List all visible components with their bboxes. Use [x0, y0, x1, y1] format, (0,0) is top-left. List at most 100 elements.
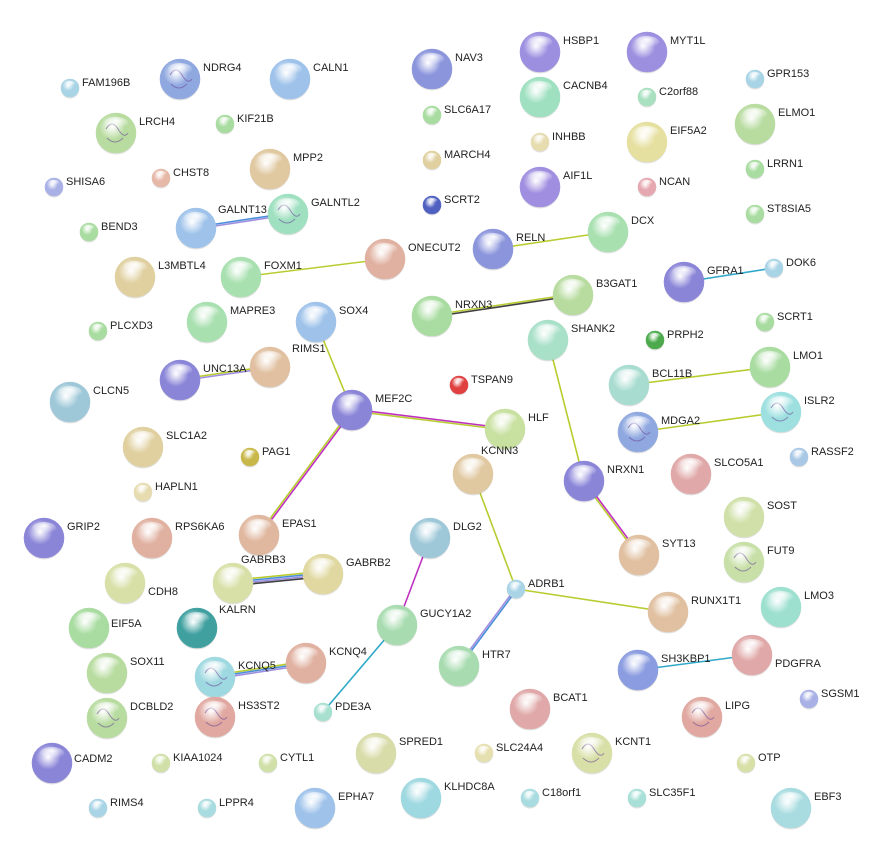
node-sox11[interactable]: SOX11 — [86, 652, 165, 695]
node-lrch4[interactable]: LRCH4 — [95, 112, 175, 155]
node-runx1t1[interactable]: RUNX1T1 — [647, 591, 741, 634]
node-sost[interactable]: SOST — [723, 496, 797, 539]
node-dcx[interactable]: DCX — [587, 211, 655, 254]
node-nrxn1[interactable]: NRXN1 — [563, 460, 644, 503]
node-mdga2[interactable]: MDGA2 — [617, 411, 700, 454]
node-pag1[interactable]: PAG1 — [240, 446, 291, 468]
node-tspan9[interactable]: TSPAN9 — [449, 374, 513, 396]
node-sh3kbp1[interactable]: SH3KBP1 — [617, 649, 711, 692]
node-epas1[interactable]: EPAS1 — [238, 514, 317, 557]
node-dcbld2[interactable]: DCBLD2 — [86, 697, 173, 740]
node-lppr4[interactable]: LPPR4 — [197, 797, 254, 819]
node-hapln1[interactable]: HAPLN1 — [133, 481, 198, 503]
node-islr2[interactable]: ISLR2 — [760, 391, 835, 434]
node-elmo1[interactable]: ELMO1 — [734, 103, 815, 146]
node-adrb1[interactable]: ADRB1 — [506, 578, 565, 600]
node-gabrb2[interactable]: GABRB2 — [302, 553, 391, 596]
node-chst8[interactable]: CHST8 — [151, 167, 209, 189]
node-slc35f1[interactable]: SLC35F1 — [627, 787, 695, 809]
node-mapre3[interactable]: MAPRE3 — [186, 301, 275, 344]
node-lipg[interactable]: LIPG — [681, 696, 750, 739]
node-pdgfra[interactable]: PDGFRA — [731, 634, 822, 677]
node-cytl1[interactable]: CYTL1 — [258, 752, 314, 774]
node-march4[interactable]: MARCH4 — [422, 149, 490, 171]
node-bend3[interactable]: BEND3 — [79, 221, 138, 243]
node-aif1l[interactable]: AIF1L — [519, 166, 592, 209]
node-dlg2[interactable]: DLG2 — [409, 517, 482, 560]
node-rassf2[interactable]: RASSF2 — [789, 446, 854, 468]
node-pde3a[interactable]: PDE3A — [313, 701, 372, 723]
node-mpp2[interactable]: MPP2 — [249, 148, 323, 191]
node-onecut2[interactable]: ONECUT2 — [364, 238, 461, 281]
node-inhbb[interactable]: INHBB — [530, 131, 586, 153]
node-hs3st2[interactable]: HS3ST2 — [194, 696, 280, 739]
node-galnt13[interactable]: GALNT13 — [175, 204, 267, 250]
node-kcnq4[interactable]: KCNQ4 — [285, 642, 367, 685]
node-scrt2[interactable]: SCRT2 — [422, 194, 480, 216]
node-slc24a4[interactable]: SLC24A4 — [474, 742, 543, 764]
node-clcn5[interactable]: CLCN5 — [49, 381, 129, 424]
node-prph2[interactable]: PRPH2 — [645, 329, 704, 351]
node-lrrn1[interactable]: LRRN1 — [745, 158, 803, 180]
node-htr7[interactable]: HTR7 — [438, 645, 511, 688]
node-eif5a2[interactable]: EIF5A2 — [626, 121, 707, 164]
node-sgsm1[interactable]: SGSM1 — [799, 688, 860, 710]
node-epha7[interactable]: EPHA7 — [294, 787, 374, 830]
node-b3gat1[interactable]: B3GAT1 — [552, 274, 637, 317]
node-reln[interactable]: RELN — [472, 228, 545, 271]
node-unc13a[interactable]: UNC13A — [159, 359, 247, 402]
node-bcl11b[interactable]: BCL11B — [608, 364, 692, 407]
node-klhdc8a[interactable]: KLHDC8A — [400, 777, 495, 820]
node-cdh8[interactable]: CDH8 — [104, 562, 178, 605]
node-galntl2[interactable]: GALNTL2 — [267, 193, 360, 236]
node-plcxd3[interactable]: PLCXD3 — [88, 320, 153, 342]
node-nav3[interactable]: NAV3 — [411, 48, 483, 91]
node-slco5a1[interactable]: SLCO5A1 — [670, 453, 764, 496]
node-syt13[interactable]: SYT13 — [618, 534, 696, 577]
node-gpr153[interactable]: GPR153 — [745, 68, 809, 90]
node-grip2[interactable]: GRIP2 — [23, 517, 100, 560]
node-gucy1a2[interactable]: GUCY1A2 — [376, 604, 471, 647]
node-kcnt1[interactable]: KCNT1 — [571, 732, 651, 775]
node-slc6a17[interactable]: SLC6A17 — [422, 104, 491, 126]
node-shisa6[interactable]: SHISA6 — [44, 176, 105, 198]
node-ebf3[interactable]: EBF3 — [770, 787, 842, 830]
node-cacnb4[interactable]: CACNB4 — [519, 76, 608, 119]
node-c18orf1[interactable]: C18orf1 — [520, 787, 581, 809]
node-shank2[interactable]: SHANK2 — [527, 319, 615, 362]
node-rps6ka6[interactable]: RPS6KA6 — [131, 517, 225, 560]
node-myt1l[interactable]: MYT1L — [626, 31, 705, 74]
node-caln1[interactable]: CALN1 — [269, 58, 348, 101]
node-ncan[interactable]: NCAN — [637, 176, 690, 198]
node-slc1a2[interactable]: SLC1A2 — [122, 426, 207, 469]
node-kcnq5[interactable]: KCNQ5 — [194, 656, 276, 699]
node-kif21b[interactable]: KIF21B — [215, 113, 274, 135]
node-cadm2[interactable]: CADM2 — [31, 742, 113, 785]
node-gfra1[interactable]: GFRA1 — [663, 261, 744, 304]
node-otp[interactable]: OTP — [736, 752, 781, 774]
node-lmo3[interactable]: LMO3 — [760, 586, 834, 629]
node-hlf[interactable]: HLF — [484, 408, 549, 451]
node-rims4[interactable]: RIMS4 — [88, 797, 144, 819]
node-kcnn3[interactable]: KCNN3 — [452, 445, 518, 496]
node-mef2c[interactable]: MEF2C — [331, 389, 412, 432]
node-rims1[interactable]: RIMS1 — [249, 343, 326, 389]
node-ndrg4[interactable]: NDRG4 — [159, 58, 242, 101]
node-foxm1[interactable]: FOXM1 — [220, 256, 302, 299]
node-gabrb3[interactable]: GABRB3 — [212, 554, 286, 605]
node-l3mbtl4[interactable]: L3MBTL4 — [114, 256, 206, 299]
node-sox4[interactable]: SOX4 — [295, 301, 368, 344]
node-st8sia5[interactable]: ST8SIA5 — [745, 203, 811, 225]
node-nrxn3[interactable]: NRXN3 — [411, 295, 492, 338]
node-c2orf88[interactable]: C2orf88 — [637, 86, 698, 108]
node-bcat1[interactable]: BCAT1 — [509, 688, 588, 731]
node-eif5a[interactable]: EIF5A — [68, 607, 142, 650]
node-spred1[interactable]: SPRED1 — [355, 732, 443, 775]
node-fut9[interactable]: FUT9 — [723, 541, 795, 584]
node-kalrn[interactable]: KALRN — [176, 604, 256, 650]
node-scrt1[interactable]: SCRT1 — [755, 311, 813, 333]
node-lmo1[interactable]: LMO1 — [749, 346, 823, 389]
node-fam196b[interactable]: FAM196B — [60, 77, 130, 99]
node-dok6[interactable]: DOK6 — [764, 257, 816, 279]
node-kiaa1024[interactable]: KIAA1024 — [151, 752, 223, 774]
